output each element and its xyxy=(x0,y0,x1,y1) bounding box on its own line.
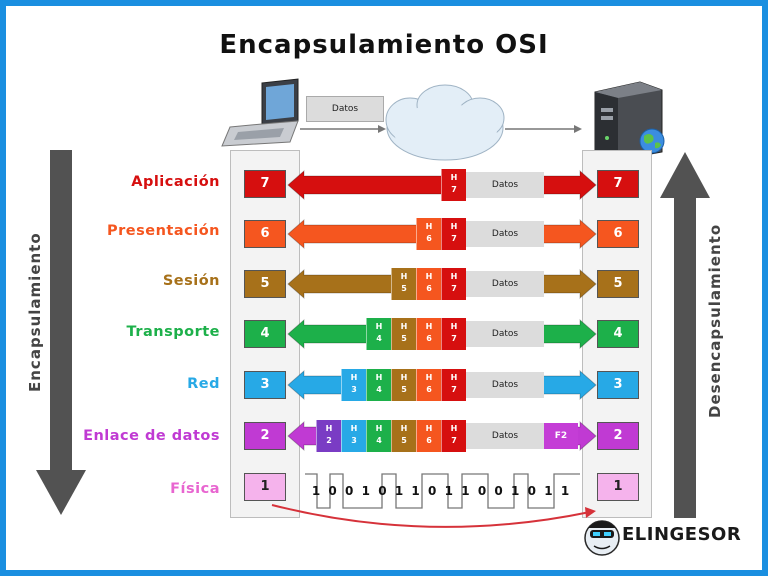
bit: 1 xyxy=(511,484,520,498)
layer-label-red: Red xyxy=(187,376,220,392)
bit: 0 xyxy=(428,484,437,498)
layer-label-presentacion: Presentación xyxy=(107,223,220,239)
receiver-layer-2: 2 xyxy=(597,422,639,450)
bit: 0 xyxy=(477,484,487,498)
bit: 1 xyxy=(461,484,470,498)
cloud-icon xyxy=(385,84,505,161)
receiver-layer-3: 3 xyxy=(597,371,639,399)
bit: 1 xyxy=(394,484,404,498)
receiver-layer-6: 6 xyxy=(597,220,639,248)
payload-datos: Datos xyxy=(466,372,544,398)
layer-label-transporte: Transporte xyxy=(126,324,220,340)
sender-layer-7: 7 xyxy=(244,170,286,198)
layer-label-fisica: Física xyxy=(170,481,220,497)
bit: 1 xyxy=(361,484,370,498)
bit: 0 xyxy=(328,484,337,498)
brand-name: ELINGESOR xyxy=(622,524,742,545)
bit: 0 xyxy=(494,484,503,498)
payload-datos: Datos xyxy=(466,321,544,347)
bit: 1 xyxy=(444,484,453,498)
top-data-packet: Datos xyxy=(306,96,384,122)
sender-layer-5: 5 xyxy=(244,270,286,298)
bit: 0 xyxy=(345,484,354,498)
sender-layer-6: 6 xyxy=(244,220,286,248)
layer-label-enlace: Enlace de datos xyxy=(83,428,220,444)
sender-layer-1: 1 xyxy=(244,473,286,501)
payload-datos: Datos xyxy=(466,172,544,198)
bit: 1 xyxy=(411,484,420,498)
laptop-icon xyxy=(221,78,299,147)
bit: 1 xyxy=(544,484,553,498)
bit: 0 xyxy=(527,484,536,498)
payload-datos: Datos xyxy=(466,271,544,297)
sender-layer-4: 4 xyxy=(244,320,286,348)
receiver-layer-1: 1 xyxy=(597,473,639,501)
receiver-layer-4: 4 xyxy=(597,320,639,348)
page-title: Encapsulamiento OSI xyxy=(219,30,549,60)
sender-layer-2: 2 xyxy=(244,422,286,450)
bit: 0 xyxy=(378,484,387,498)
payload-datos: Datos xyxy=(466,221,544,247)
bit: 1 xyxy=(311,484,321,498)
globe-icon xyxy=(639,128,665,154)
receiver-layer-7: 7 xyxy=(597,170,639,198)
layer-label-aplicacion: Aplicación xyxy=(131,174,220,190)
payload-datos: Datos xyxy=(466,423,544,449)
receiver-layer-5: 5 xyxy=(597,270,639,298)
layer-label-sesion: Sesión xyxy=(162,273,220,289)
sender-layer-3: 3 xyxy=(244,371,286,399)
bit: 1 xyxy=(560,484,570,498)
trailer-f2: F2 xyxy=(544,423,578,449)
